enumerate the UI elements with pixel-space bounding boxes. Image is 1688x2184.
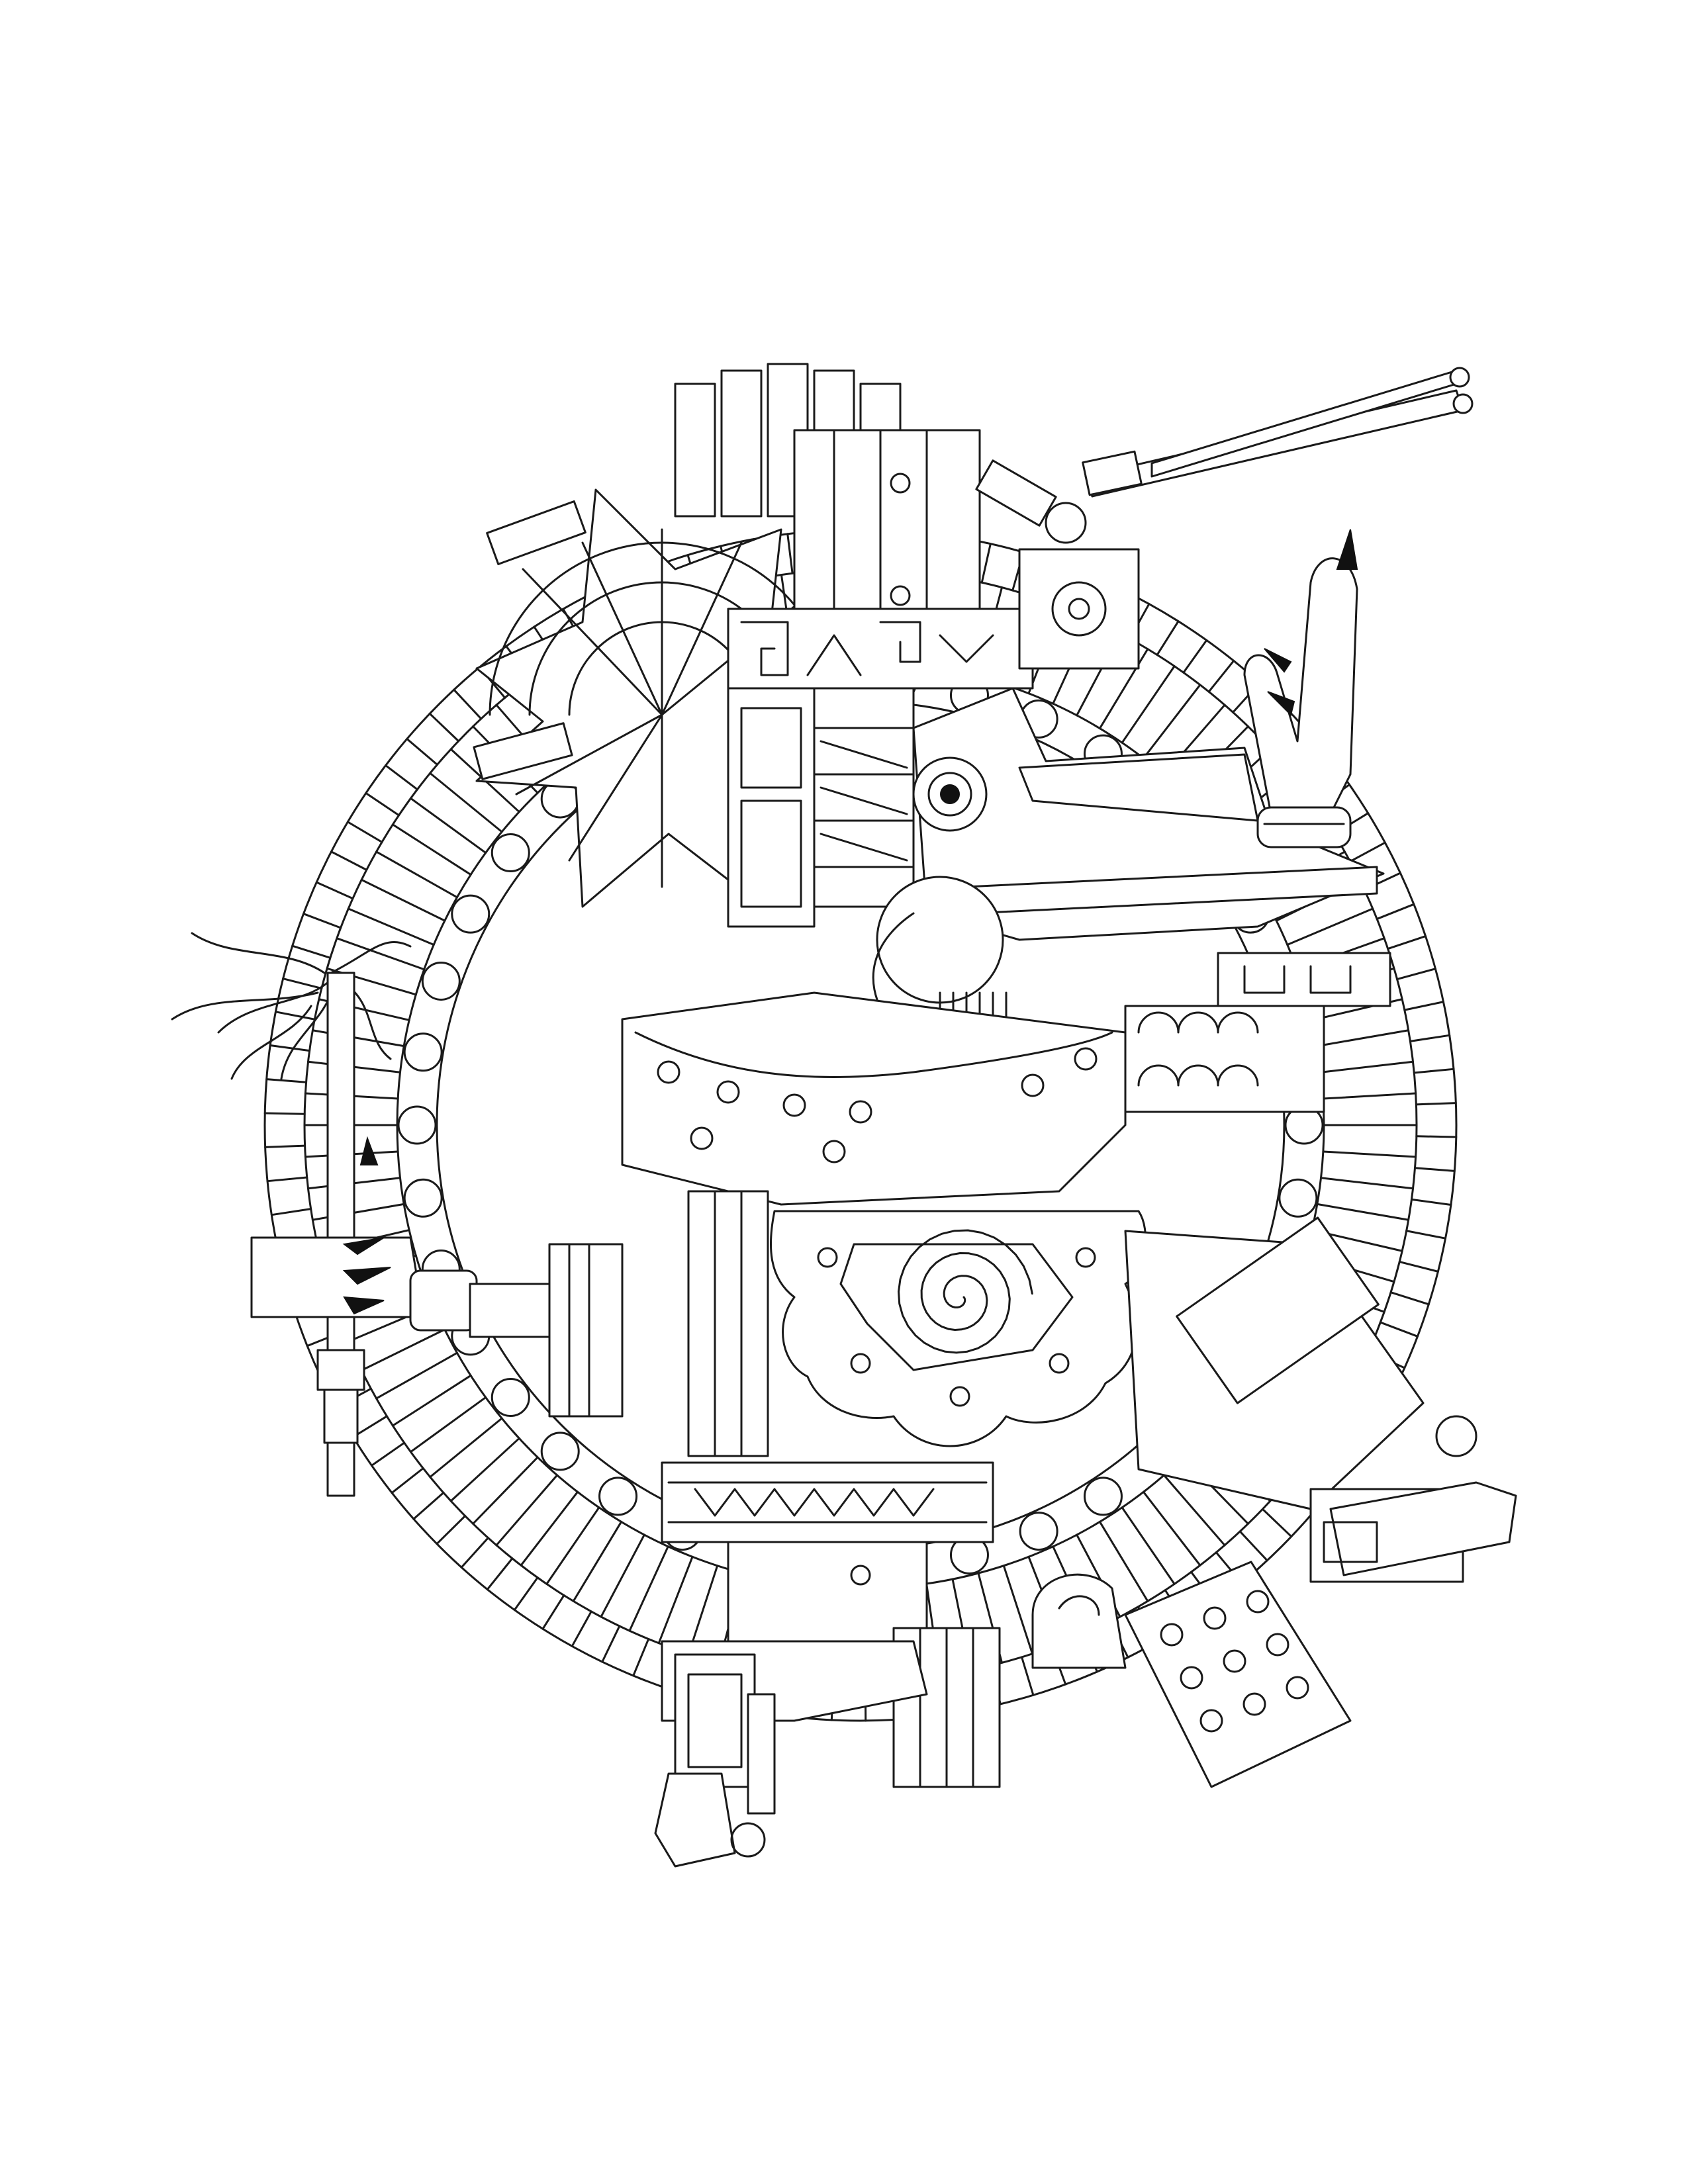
right-leg (1124, 1216, 1517, 1583)
staff-with-tassels-icon (171, 932, 571, 1497)
feather-headdress-icon (473, 363, 1087, 908)
raised-hand (1243, 529, 1358, 848)
dotted-panel (1031, 1561, 1352, 1788)
face-beak (856, 687, 1385, 1193)
spiral-shell-icon (769, 1210, 1147, 1447)
left-leg (654, 1640, 928, 1868)
head-band (727, 548, 1140, 928)
bone-scepter-icon (1082, 367, 1474, 498)
body (621, 952, 1391, 1206)
loincloth (548, 1190, 1001, 1788)
